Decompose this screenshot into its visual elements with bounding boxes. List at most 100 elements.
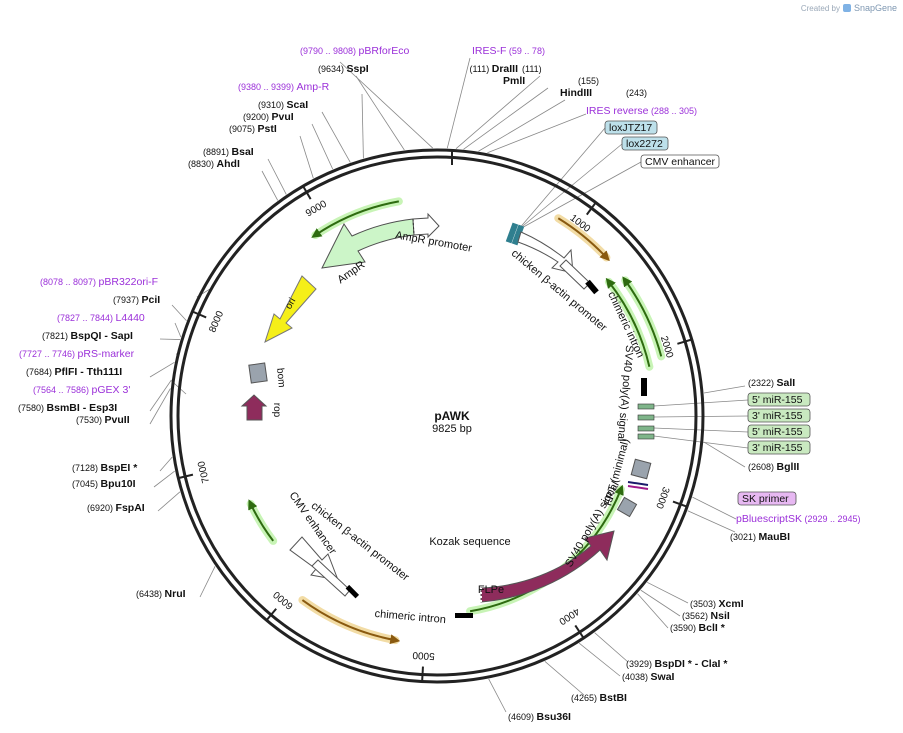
tick-label: 8000 [207,309,226,334]
sv40-box[interactable] [630,458,652,480]
tick-mark [677,338,693,345]
chimeric-intron-mark-2[interactable] [455,613,473,618]
loxJTZ17-site[interactable] [505,222,519,244]
boxed-label-bg [604,120,658,135]
site-label: (8830) AhdI [188,158,240,170]
boxed-label-bg [747,392,811,407]
site-label: (7580) BsmBI - Esp3I [18,402,117,414]
rop-label: rop [271,403,282,418]
boxed-label: 3' miR-155 [752,410,803,422]
tick-mark [302,185,312,200]
tick-label: 4000 [556,605,581,627]
rop-arrow[interactable] [240,394,268,421]
kozak-label: Kozak sequence [429,536,510,548]
bom-box[interactable] [248,362,268,384]
flpe-arrow[interactable] [480,530,615,603]
tick-mark [574,624,585,639]
arc-green-right-inner [605,277,651,367]
boxed-label-bg [747,440,811,455]
plasmid-size: 9825 bp [432,423,472,435]
site-label: (2322) SalI [748,377,795,389]
lox2272-site[interactable] [511,224,525,246]
tick-mark [178,473,194,480]
tick-mark [191,310,207,319]
mir155-box-1[interactable] [637,403,655,410]
boxed-label-bg [621,136,669,151]
site-label: (7821) BspQI - SapI [42,330,133,342]
chimeric-intron-mark[interactable] [585,279,599,295]
backbone-inner [176,155,698,677]
plasmid-name: pAWK [434,409,470,423]
mir155-box-2[interactable] [637,414,655,421]
ampr-promoter-arrow[interactable] [412,212,440,239]
site-label: (3021) MauBI [730,531,790,543]
arc-green-right [622,276,663,357]
mir155-box-4[interactable] [637,433,655,440]
primer-label: (9380 .. 9399) Amp-R [238,81,330,93]
primer-label: IRES-F (59 .. 78) [472,45,545,57]
site-label: (7045) Bpu10I [72,478,136,490]
site-label: (3929) BspDI * - ClaI * [626,658,728,670]
boxed-label: 5' miR-155 [752,394,803,406]
site-label: (7530) PvuII [76,414,130,426]
boxed-label: SK primer [742,493,789,505]
boxed-label: 5' miR-155 [752,426,803,438]
site-label: (9075) PstI [229,123,277,135]
leader-lines [149,57,749,713]
arc-orange-bottom [301,599,401,645]
site-label: (6920) FspAI [87,502,145,514]
site-label: (4265) BstBI [571,692,627,704]
features [240,197,666,645]
sv40-polya-mark[interactable] [641,378,647,396]
site-label: (3503) XcmI [690,598,744,610]
boxed-label: 3' miR-155 [752,442,803,454]
frt-box[interactable] [616,496,638,518]
labels: (9790 .. 9808) pBRforEco IRES-F (59 .. 78… [18,45,861,723]
tick-label: 5000 [412,649,435,661]
site-label: (3562) NsiI [682,610,730,622]
chimeric-intron2-label: chimeric intron [374,608,446,626]
ori-label: ori [283,296,298,311]
primer-label: (7564 .. 7586) pGEX 3' [33,384,130,396]
boxed-label: CMV enhancer [645,156,716,168]
site-label: (7128) BspEI * [72,462,138,474]
primer-label: (9790 .. 9808) pBRforEco [300,45,409,57]
boxed-label-bg [747,408,811,423]
tick-mark [585,201,597,216]
site-label: (6438) NruI [136,588,186,600]
arc-orange-top [557,217,610,262]
backbone-outer [169,148,705,684]
ampr-promoter-label: AmpR promoter [394,229,473,254]
flpe-label: FLPe [478,584,504,596]
created-by-text: Created by [800,3,840,13]
boxed-label: lox2272 [626,138,663,150]
site-label: (9310) ScaI [258,99,308,111]
arc-green-bottom-left [248,499,274,542]
tick-mark [672,500,688,508]
tick-label: 7000 [196,459,212,484]
primer-label: (7727 .. 7746) pRS-marker [19,348,135,360]
cba-promoter-arrow[interactable] [559,259,591,290]
site-pos: (243) [626,88,647,98]
site-label: (4038) SwaI [622,671,675,683]
mir155-box-3[interactable] [637,425,655,432]
primer-label: IRES reverse (288 .. 305) [586,105,697,117]
site-label: (3590) BclI * [670,622,726,634]
boxed-label: loxJTZ17 [609,122,652,134]
tick-label: 9000 [304,198,329,219]
snapgene-brand: Created by SnapGene [801,3,897,13]
site-label: (111) DraIII [470,63,519,75]
arc-top-left [311,200,400,238]
tick-mark [421,666,424,682]
site-label: (7937) PciI [113,294,160,306]
ori-arrow[interactable] [264,275,317,344]
ampr-arrow[interactable] [321,218,415,269]
site-label: (8891) BsaI [203,146,254,158]
tick-label: 6000 [271,588,295,611]
primer-label: (8078 .. 8097) pBR322ori-F [40,276,158,288]
site-label: PmlI [503,75,525,87]
site-label: (2608) BglII [748,461,799,473]
boxed-label-bg [640,154,720,169]
tick-label: 3000 [653,485,671,510]
